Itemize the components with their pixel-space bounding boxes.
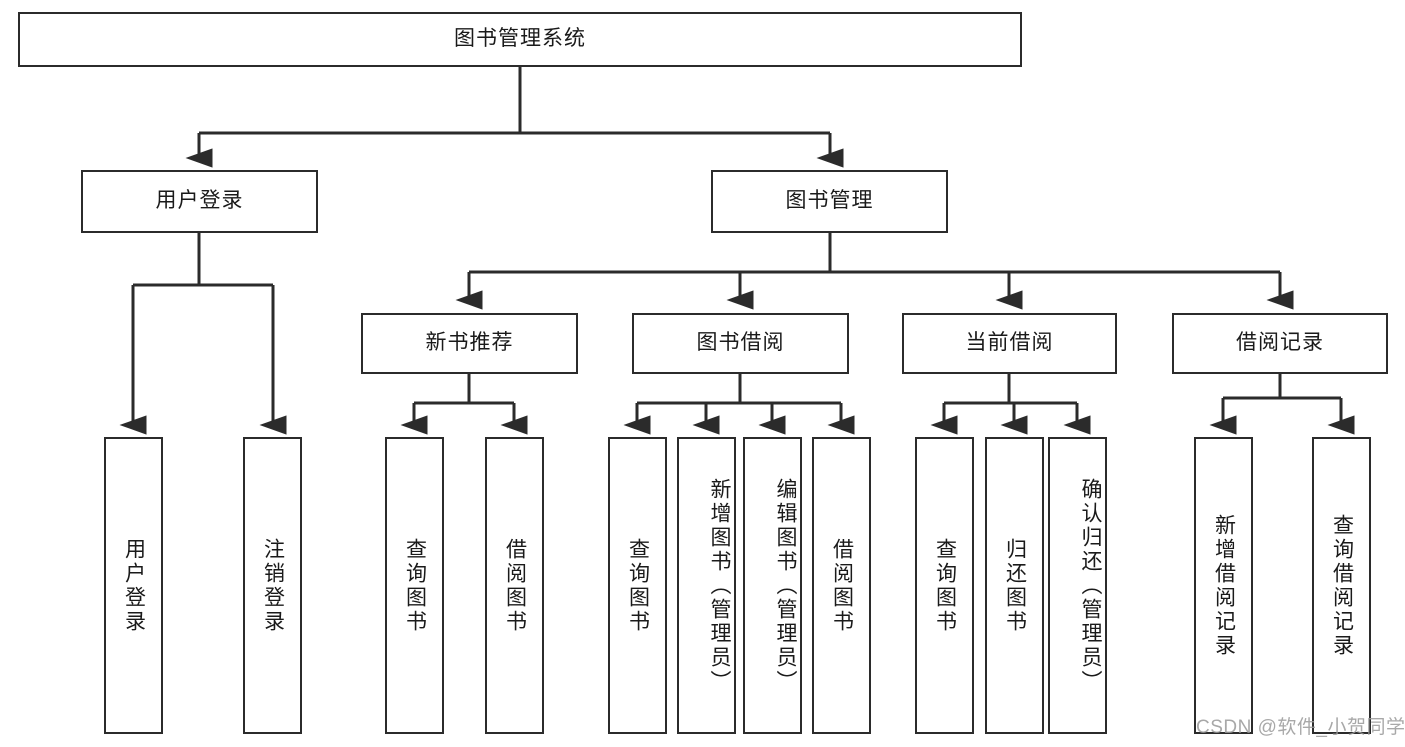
leaf-current-borrow-query-label: 查询图书 (933, 537, 957, 634)
leaf-book-borrow-edit[interactable]: 编辑图书（管理员） (743, 437, 802, 734)
node-user-login-label: 用户登录 (155, 189, 244, 213)
leaf-current-borrow-query[interactable]: 查询图书 (915, 437, 974, 734)
leaf-user-login-signin-label: 用户登录 (122, 537, 146, 634)
node-root-system-label: 图书管理系统 (454, 27, 586, 51)
leaf-new-book-query-label: 查询图书 (403, 537, 427, 634)
node-borrow-record-label: 借阅记录 (1236, 331, 1324, 355)
node-root-system[interactable]: 图书管理系统 (18, 12, 1022, 67)
leaf-book-borrow-query[interactable]: 查询图书 (608, 437, 667, 734)
leaf-current-borrow-confirm[interactable]: 确认归还（管理员） (1048, 437, 1107, 734)
leaf-borrow-record-add-label: 新增借阅记录 (1212, 513, 1236, 658)
leaf-current-borrow-return[interactable]: 归还图书 (985, 437, 1044, 734)
leaf-new-book-borrow-label: 借阅图书 (503, 537, 527, 634)
node-new-book-recommend[interactable]: 新书推荐 (361, 313, 578, 374)
leaf-book-borrow-edit-label: 编辑图书（管理员） (774, 477, 797, 694)
leaf-new-book-query[interactable]: 查询图书 (385, 437, 444, 734)
leaf-user-login-signin[interactable]: 用户登录 (104, 437, 163, 734)
node-book-borrow-label: 图书借阅 (696, 331, 785, 355)
leaf-borrow-record-query[interactable]: 查询借阅记录 (1312, 437, 1371, 734)
leaf-borrow-record-add[interactable]: 新增借阅记录 (1194, 437, 1253, 734)
leaf-book-borrow-add-label: 新增图书（管理员） (708, 477, 731, 694)
node-book-borrow[interactable]: 图书借阅 (632, 313, 849, 374)
leaf-user-login-logout-label: 注销登录 (261, 537, 285, 634)
leaf-borrow-record-query-label: 查询借阅记录 (1330, 513, 1354, 658)
node-book-management-label: 图书管理 (785, 189, 874, 213)
node-current-borrow-label: 当前借阅 (965, 331, 1054, 355)
node-book-management[interactable]: 图书管理 (711, 170, 948, 233)
csdn-watermark: CSDN @软件_小贺同学 (1196, 717, 1405, 738)
leaf-current-borrow-confirm-label: 确认归还（管理员） (1079, 477, 1102, 694)
leaf-user-login-logout[interactable]: 注销登录 (243, 437, 302, 734)
node-borrow-record[interactable]: 借阅记录 (1172, 313, 1388, 374)
leaf-book-borrow-add[interactable]: 新增图书（管理员） (677, 437, 736, 734)
node-current-borrow[interactable]: 当前借阅 (902, 313, 1117, 374)
leaf-new-book-borrow[interactable]: 借阅图书 (485, 437, 544, 734)
leaf-book-borrow-query-label: 查询图书 (626, 537, 650, 634)
leaf-current-borrow-return-label: 归还图书 (1003, 537, 1027, 634)
leaf-book-borrow-lend-label: 借阅图书 (830, 537, 854, 634)
leaf-book-borrow-lend[interactable]: 借阅图书 (812, 437, 871, 734)
node-user-login[interactable]: 用户登录 (81, 170, 318, 233)
node-new-book-recommend-label: 新书推荐 (425, 331, 514, 355)
